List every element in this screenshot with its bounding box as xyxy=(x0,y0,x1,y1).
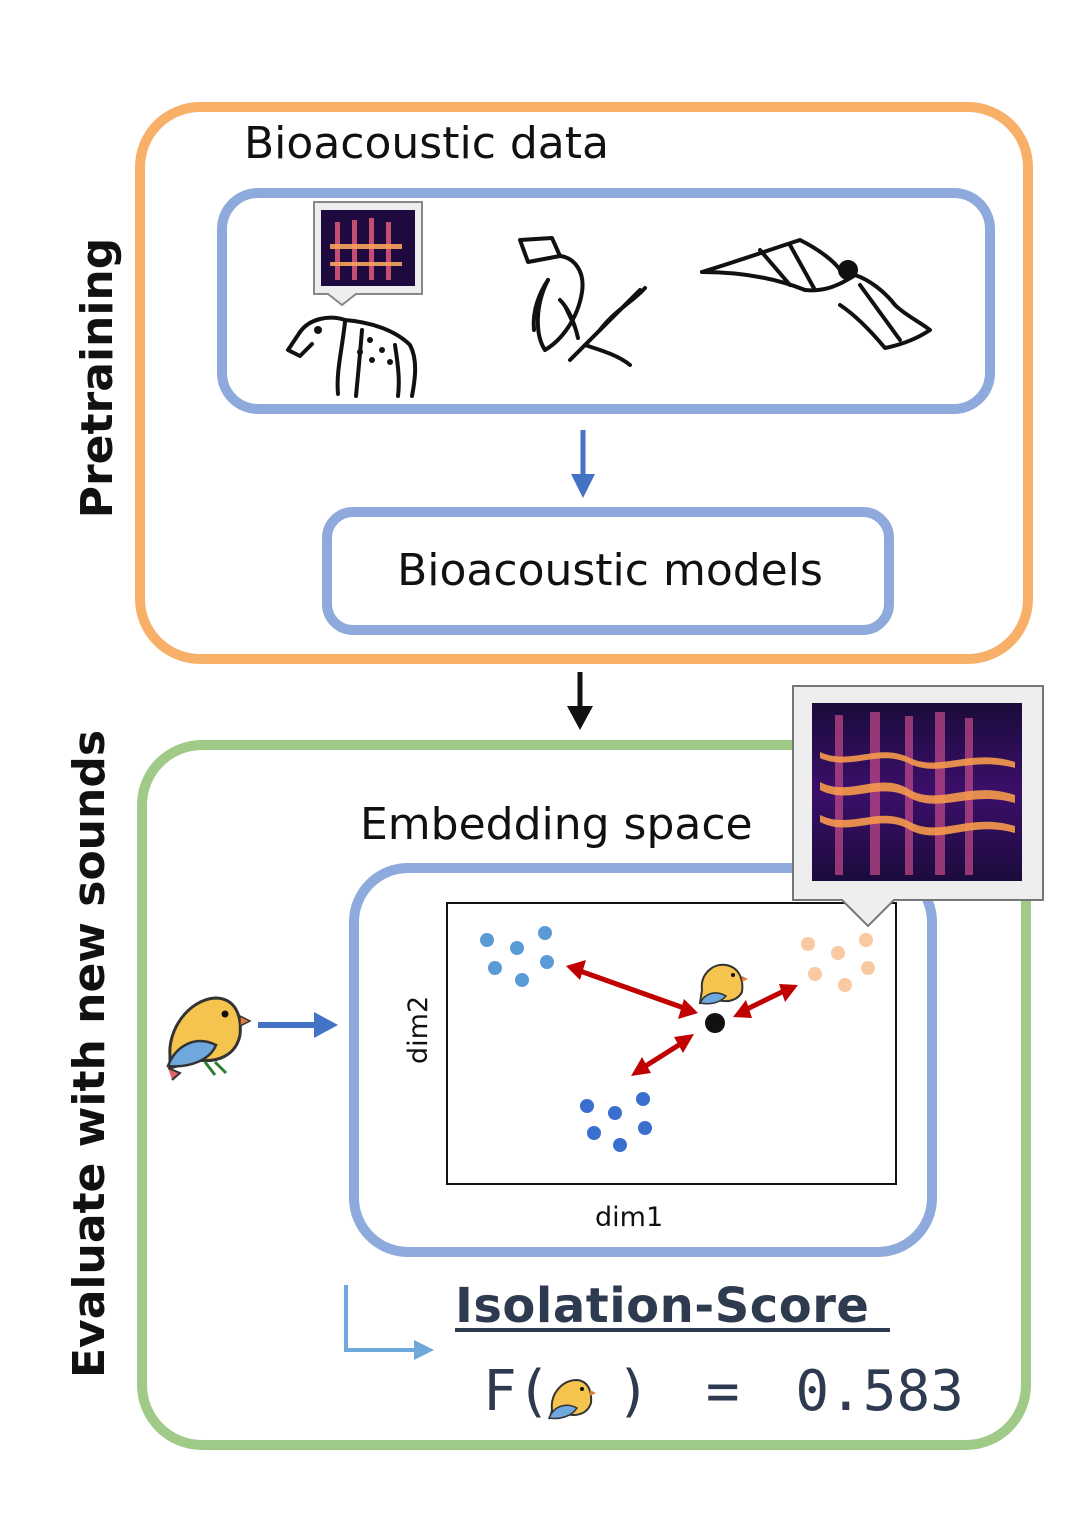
bioacoustic-data-title: Bioacoustic data xyxy=(244,118,609,169)
embedding-space-box xyxy=(349,863,937,1257)
point xyxy=(538,926,552,940)
point xyxy=(859,933,873,947)
point xyxy=(480,933,494,947)
input-bird-icon xyxy=(166,996,252,1081)
large-spectrogram-callout xyxy=(792,685,1044,928)
score-func-open: F( xyxy=(483,1359,551,1424)
arrow-input-to-embedding-head xyxy=(314,1012,338,1038)
point xyxy=(488,961,502,975)
evaluation-box xyxy=(137,740,1031,1450)
score-value: 0.583 xyxy=(795,1359,964,1424)
point xyxy=(831,946,845,960)
point xyxy=(838,978,852,992)
score-bird-icon xyxy=(547,1378,596,1420)
query-bird-icon xyxy=(698,963,748,1005)
point xyxy=(636,1092,650,1106)
point xyxy=(638,1121,652,1135)
point xyxy=(510,941,524,955)
x-axis-label: dim1 xyxy=(595,1202,664,1233)
cluster-dark-blue xyxy=(580,1092,652,1152)
query-point xyxy=(705,1013,725,1033)
bioacoustic-models-label: Bioacoustic models xyxy=(397,545,823,596)
point xyxy=(587,1126,601,1140)
bioacoustic-models-box xyxy=(322,507,894,635)
pretraining-side-label: Pretraining xyxy=(72,237,123,519)
point xyxy=(540,955,554,969)
small-spectrogram-callout xyxy=(313,201,423,307)
score-equals: = xyxy=(705,1359,740,1424)
bird-icon xyxy=(518,236,647,367)
evaluate-side-label: Evaluate with new sounds xyxy=(64,729,115,1378)
arrow-data-to-models-head xyxy=(571,474,595,498)
embedding-space-title: Embedding space xyxy=(360,799,753,850)
point xyxy=(608,1106,622,1120)
distance-arrows xyxy=(566,960,798,1076)
point xyxy=(580,1099,594,1113)
bat-icon xyxy=(700,238,932,350)
isolation-score-title: Isolation-Score xyxy=(455,1278,870,1334)
y-axis-label: dim2 xyxy=(403,995,434,1064)
hyena-icon xyxy=(286,315,418,398)
point xyxy=(613,1138,627,1152)
point xyxy=(861,961,875,975)
arrow-pretraining-to-eval-head xyxy=(567,706,593,730)
point xyxy=(515,973,529,987)
pretraining-box xyxy=(135,102,1033,664)
point xyxy=(801,937,815,951)
cluster-orange xyxy=(801,933,875,992)
elbow-arrow-to-score-head xyxy=(414,1340,434,1360)
bioacoustic-data-box xyxy=(217,188,995,414)
cluster-light-blue xyxy=(480,926,554,987)
point xyxy=(808,967,822,981)
elbow-arrow-to-score xyxy=(344,1285,418,1352)
score-func-close: ) xyxy=(616,1359,651,1424)
score-formula: F() = 0.583 xyxy=(483,1360,964,1424)
